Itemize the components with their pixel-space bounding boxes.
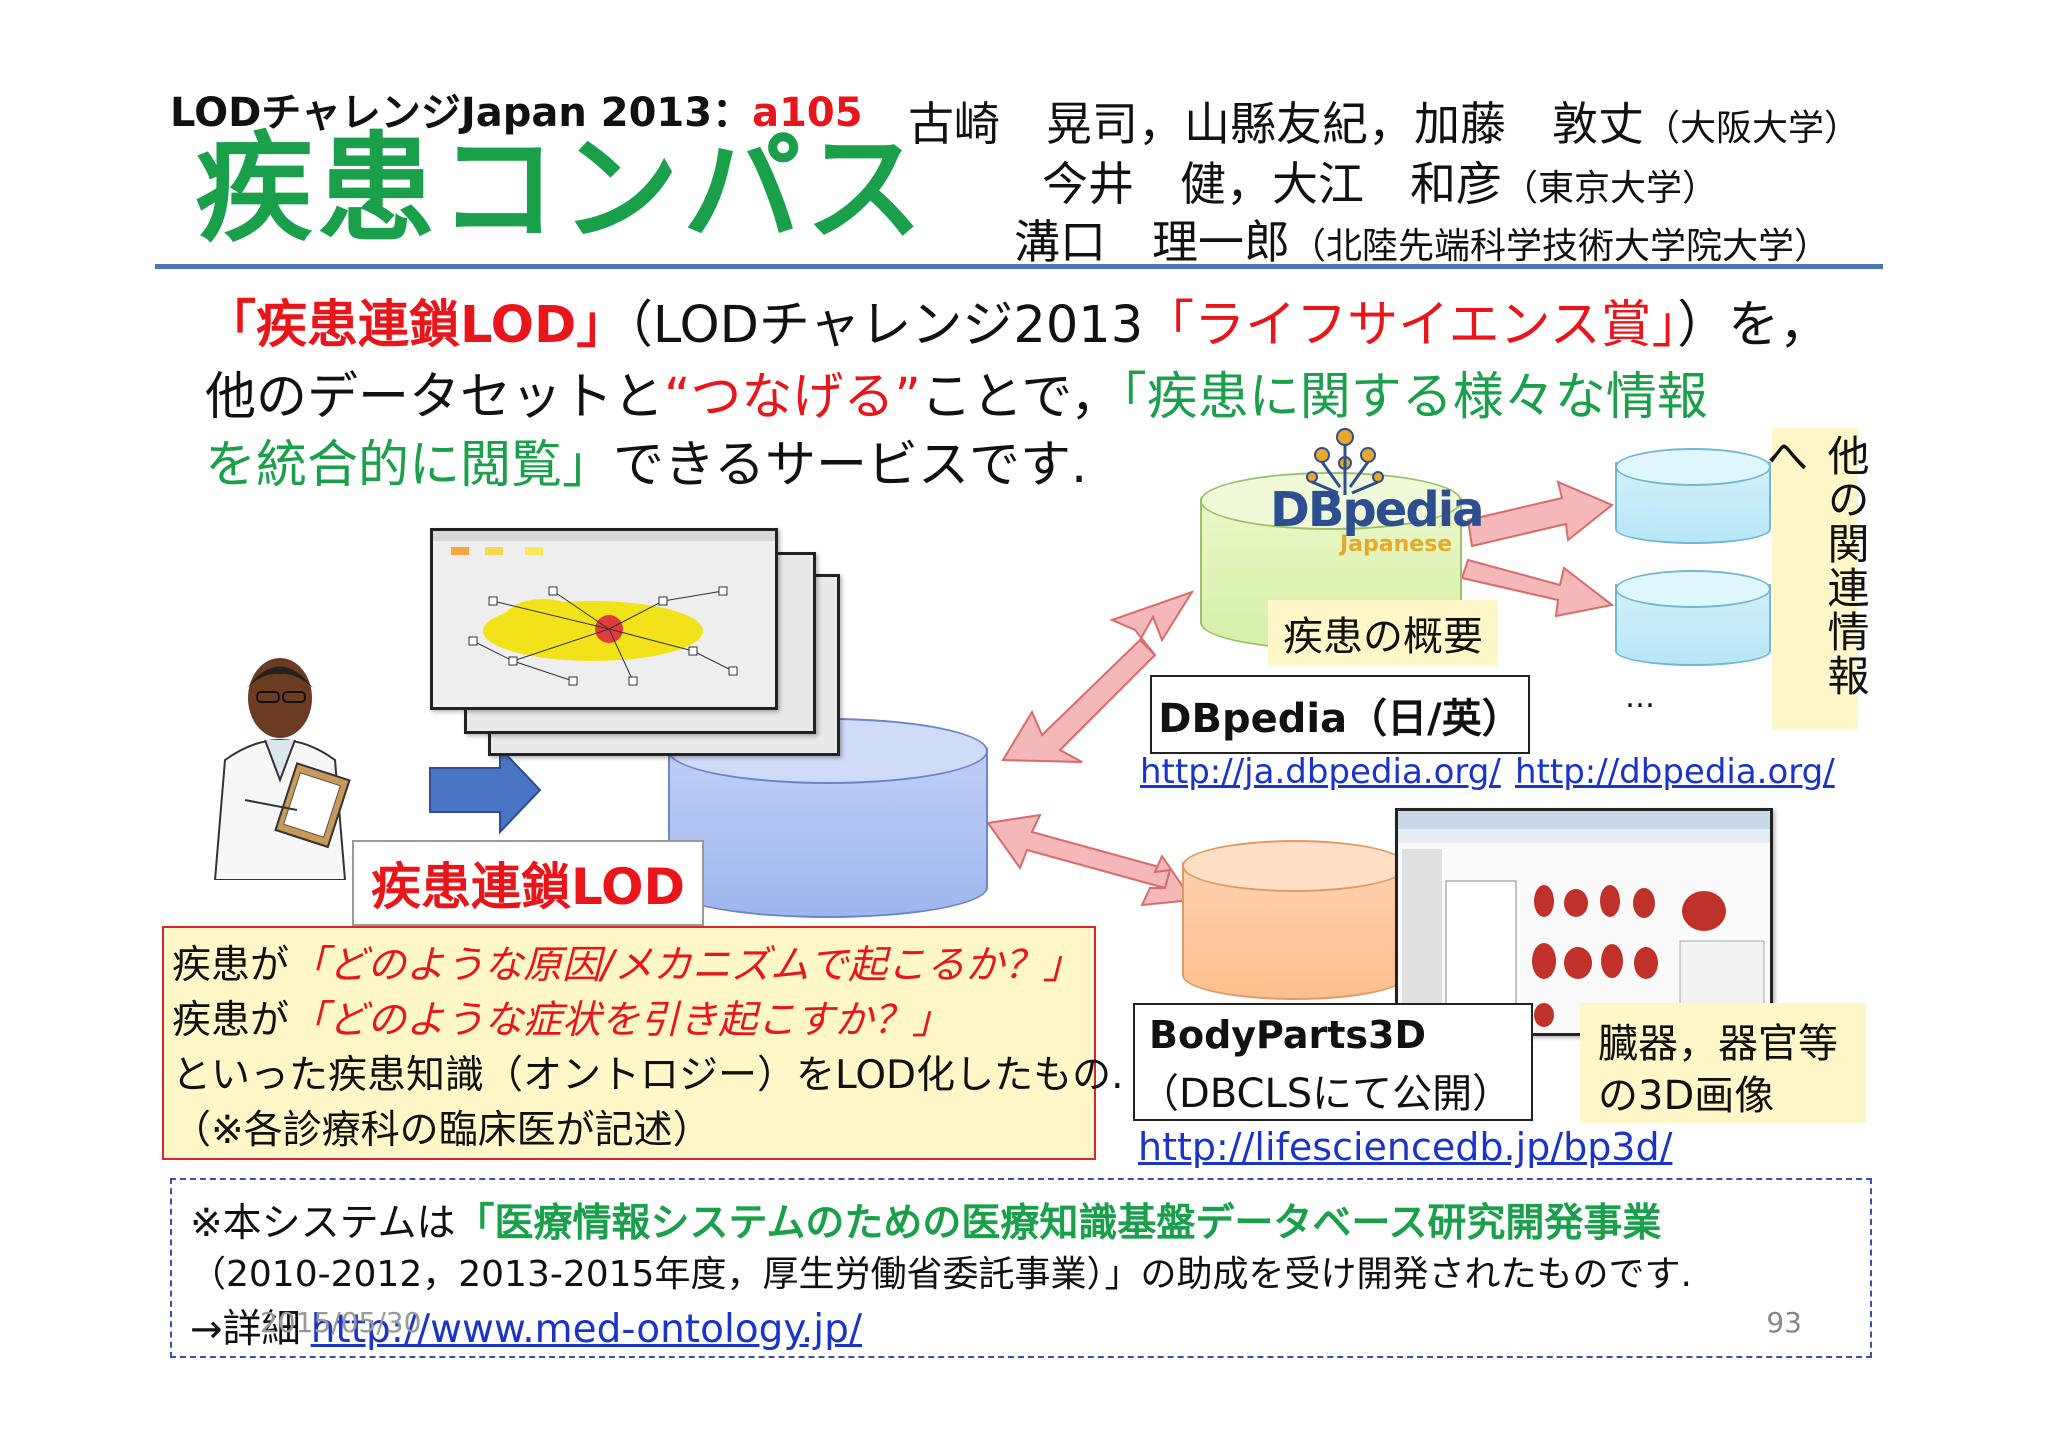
organs-caption-line: の3D画像: [1598, 1073, 1775, 1119]
bodyparts-link[interactable]: http://lifesciencedb.jp/bp3d/: [1138, 1125, 1673, 1169]
med-ontology-link[interactable]: http://www.med-ontology.jp/: [310, 1307, 863, 1352]
dbpedia-logo-sub: Japanese: [1340, 532, 1453, 557]
related-database-icon-1: [1615, 448, 1771, 544]
header-divider: [155, 264, 1883, 269]
challenge-prefix: LODチャレンジJapan 2013：: [170, 90, 753, 136]
intro-text: 「ライフサイエンス賞」: [1143, 296, 1678, 355]
description-text: 疾患が「どのような原因/メカニズムで起こるか？」 疾患が「どのような症状を引き起…: [172, 938, 1123, 1158]
dbpedia-logo-icon: [1306, 428, 1384, 495]
arrow-to-related-db-2: [1460, 558, 1615, 618]
intro-text: “つなげる”: [664, 368, 921, 427]
organs-caption-line: 臓器，器官等: [1598, 1021, 1838, 1067]
slide-date: 2015/05/30: [260, 1306, 422, 1339]
intro-text: を統合的に閲覧」: [205, 436, 614, 495]
more-ellipsis: …: [1625, 680, 1655, 715]
intro-line-1: 「疾患連鎖LOD」（LODチャレンジ2013「ライフサイエンス賞」）を，: [205, 300, 1830, 351]
bodyparts-screenshot: [1395, 808, 1773, 1036]
bodyparts-database-icon: [1182, 840, 1408, 1000]
funding-program-name: 「医療情報システムのための医療知識基盤データベース研究開発事業: [455, 1201, 1662, 1246]
intro-text: できるサービスです.: [613, 436, 1088, 495]
double-arrow-dbpedia: [1001, 590, 1195, 763]
author-line-3: 溝口 理一郎（北陸先端科学技術大学院大学）: [1014, 206, 1830, 272]
intro-line-2: 他のデータセットと“つなげる”ことで，「疾患に関する様々な情報: [205, 372, 1708, 423]
intro-text: 「疾患に関する様々な情報: [1121, 368, 1708, 427]
graph-screenshot: [430, 528, 778, 710]
funding-line-1: ※本システムは「医療情報システムのための医療知識基盤データベース研究開発事業: [190, 1192, 1661, 1248]
double-arrow-bodyparts: [986, 813, 1194, 907]
funding-note-box: ※本システムは「医療情報システムのための医療知識基盤データベース研究開発事業 （…: [170, 1178, 1872, 1358]
author-line-2: 今井 健，大江 和彦（東京大学）: [1042, 148, 1718, 214]
related-info-box: 他の関連情報へ: [1760, 428, 1870, 730]
related-info-label: 他の関連情報へ: [1760, 434, 1870, 698]
intro-text: （LODチャレンジ2013: [627, 296, 1144, 355]
description-text-part: といった疾患知識（オントロジー）をLOD化したもの.: [172, 1053, 1124, 1098]
author-names: 古崎 晃司，山縣友紀，加藤 敦丈: [907, 97, 1644, 151]
author-affiliation: （東京大学）: [1501, 168, 1718, 209]
description-text-part: 疾患が: [172, 998, 290, 1043]
description-text-part: （※各診療科の臨床医が記述）: [172, 1108, 712, 1153]
description-text-part: 疾患が: [172, 943, 290, 988]
details-prefix: →詳細: [190, 1307, 301, 1352]
author-names: 今井 健，大江 和彦: [1041, 157, 1502, 211]
dbpedia-ja-link[interactable]: http://ja.dbpedia.org/: [1140, 752, 1501, 792]
disease-summary-label: 疾患の概要: [1283, 614, 1483, 660]
description-text-part: 「どのような原因/メカニズムで起こるか？」: [289, 943, 1083, 988]
page-number: 93: [1766, 1306, 1802, 1339]
organs-caption-box: 臓器，器官等 の3D画像: [1580, 1003, 1866, 1123]
challenge-label: LODチャレンジJapan 2013：a105: [170, 80, 863, 138]
lod-graph-image: [433, 531, 775, 707]
funding-line-2: （2010-2012，2013-2015年度，厚生労働省委託事業）」の助成を受け…: [190, 1254, 1692, 1295]
author-line-1: 古崎 晃司，山縣友紀，加藤 敦丈（大阪大学）: [908, 88, 1860, 154]
funding-text: ※本システムは: [190, 1201, 456, 1246]
author-affiliation: （大阪大学）: [1643, 108, 1860, 149]
bodyparts-title: BodyParts3D: [1149, 1013, 1427, 1057]
challenge-id: a105: [752, 90, 863, 136]
author-affiliation: （北陸先端科学技術大学院大学）: [1289, 226, 1830, 267]
disease-lod-label-box: 疾患連鎖LOD: [352, 840, 704, 926]
disease-summary-box: 疾患の概要: [1268, 600, 1498, 666]
dbpedia-en-link[interactable]: http://dbpedia.org/: [1515, 752, 1835, 792]
bodyparts-subtitle: （DBCLSにて公開）: [1139, 1071, 1513, 1117]
intro-text: 他のデータセットと: [205, 368, 665, 427]
dbpedia-label: DBpedia（日/英）: [1158, 695, 1522, 742]
description-box: 疾患が「どのような原因/メカニズムで起こるか？」 疾患が「どのような症状を引き起…: [162, 926, 1123, 1160]
dbpedia-logo-text: DBpedia: [1270, 482, 1485, 538]
related-database-icon-2: [1615, 570, 1771, 666]
intro-text: ）を，: [1677, 296, 1831, 355]
disease-lod-label: 疾患連鎖LOD: [370, 858, 686, 916]
page-title: 疾患コンパス: [195, 120, 928, 258]
main-database-icon: [668, 718, 988, 918]
arrow-doctor-to-db: [429, 745, 542, 835]
bodyparts-screenshot-image: [1398, 811, 1770, 1027]
author-names: 溝口 理一郎: [1013, 215, 1290, 269]
doctor-illustration: [213, 658, 351, 880]
dbpedia-label-box: DBpedia（日/英）: [1150, 675, 1530, 754]
description-text-part: 「どのような症状を引き起こすか？」: [289, 998, 952, 1043]
intro-text: ことで，: [920, 368, 1122, 427]
arrow-to-related-db-1: [1466, 480, 1614, 548]
bodyparts-label-box: BodyParts3D （DBCLSにて公開）: [1133, 1003, 1533, 1121]
intro-line-3: を統合的に閲覧」できるサービスです.: [205, 440, 1087, 491]
intro-text: 「疾患連鎖LOD」: [205, 296, 628, 355]
